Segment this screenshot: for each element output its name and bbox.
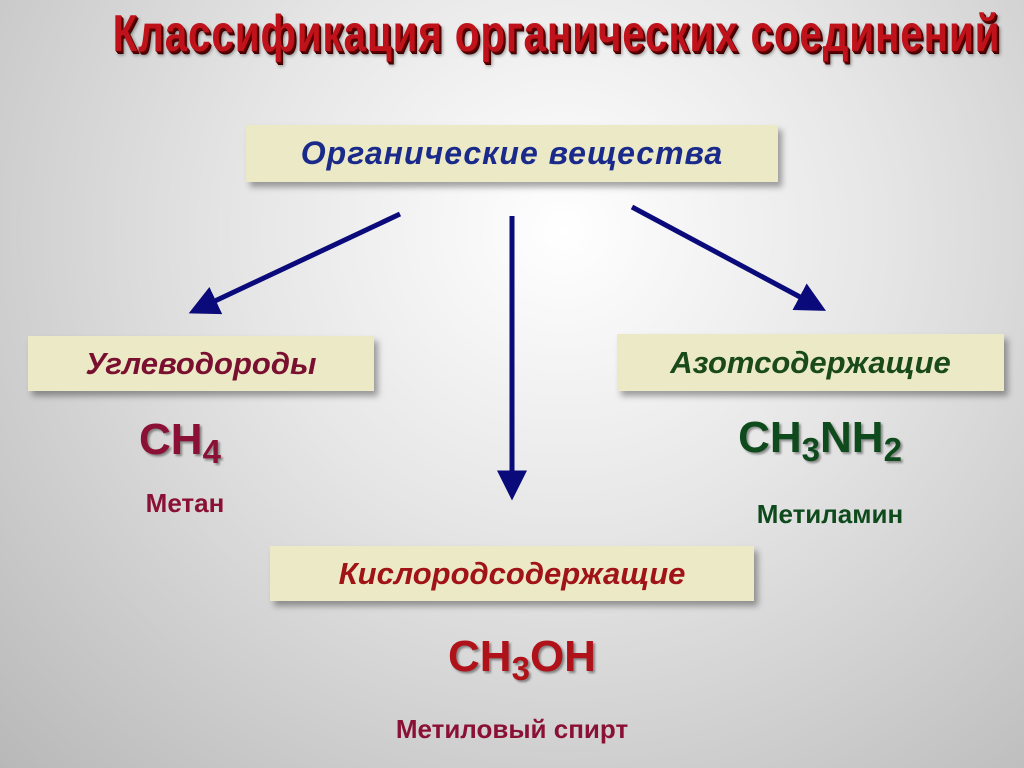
- root-node: Органические вещества: [246, 125, 778, 182]
- hydrocarbons-formula: CH4: [110, 415, 250, 471]
- nitrogen-formula: CH3NH2: [700, 413, 940, 469]
- formula-subscript: 3: [801, 431, 820, 469]
- formula-subscript: 4: [202, 433, 221, 471]
- formula-subscript: 3: [511, 650, 530, 688]
- formula-subscript: 2: [883, 431, 902, 469]
- hydrocarbons-example-name: Метан: [145, 488, 225, 518]
- nitrogen-node: Азотсодержащие: [617, 334, 1004, 391]
- formula-part: OH: [529, 632, 596, 681]
- formula-part: CH: [738, 413, 802, 462]
- oxygen-node: Кислородсодержащие: [270, 546, 754, 601]
- oxygen-formula: CH3OH: [412, 632, 632, 688]
- arrow-to-hydrocarbons: [188, 211, 402, 315]
- arrow-to-nitrogen: [630, 204, 827, 311]
- formula-part: NH: [820, 413, 884, 462]
- nitrogen-example-name: Метиламин: [756, 499, 904, 529]
- hydrocarbons-node: Углеводороды: [28, 336, 374, 391]
- oxygen-example-name: Метиловый спирт: [395, 714, 629, 744]
- diagram-title: Классификация органических соединений: [112, 5, 1001, 63]
- formula-part: CH: [139, 415, 203, 464]
- formula-part: CH: [448, 632, 512, 681]
